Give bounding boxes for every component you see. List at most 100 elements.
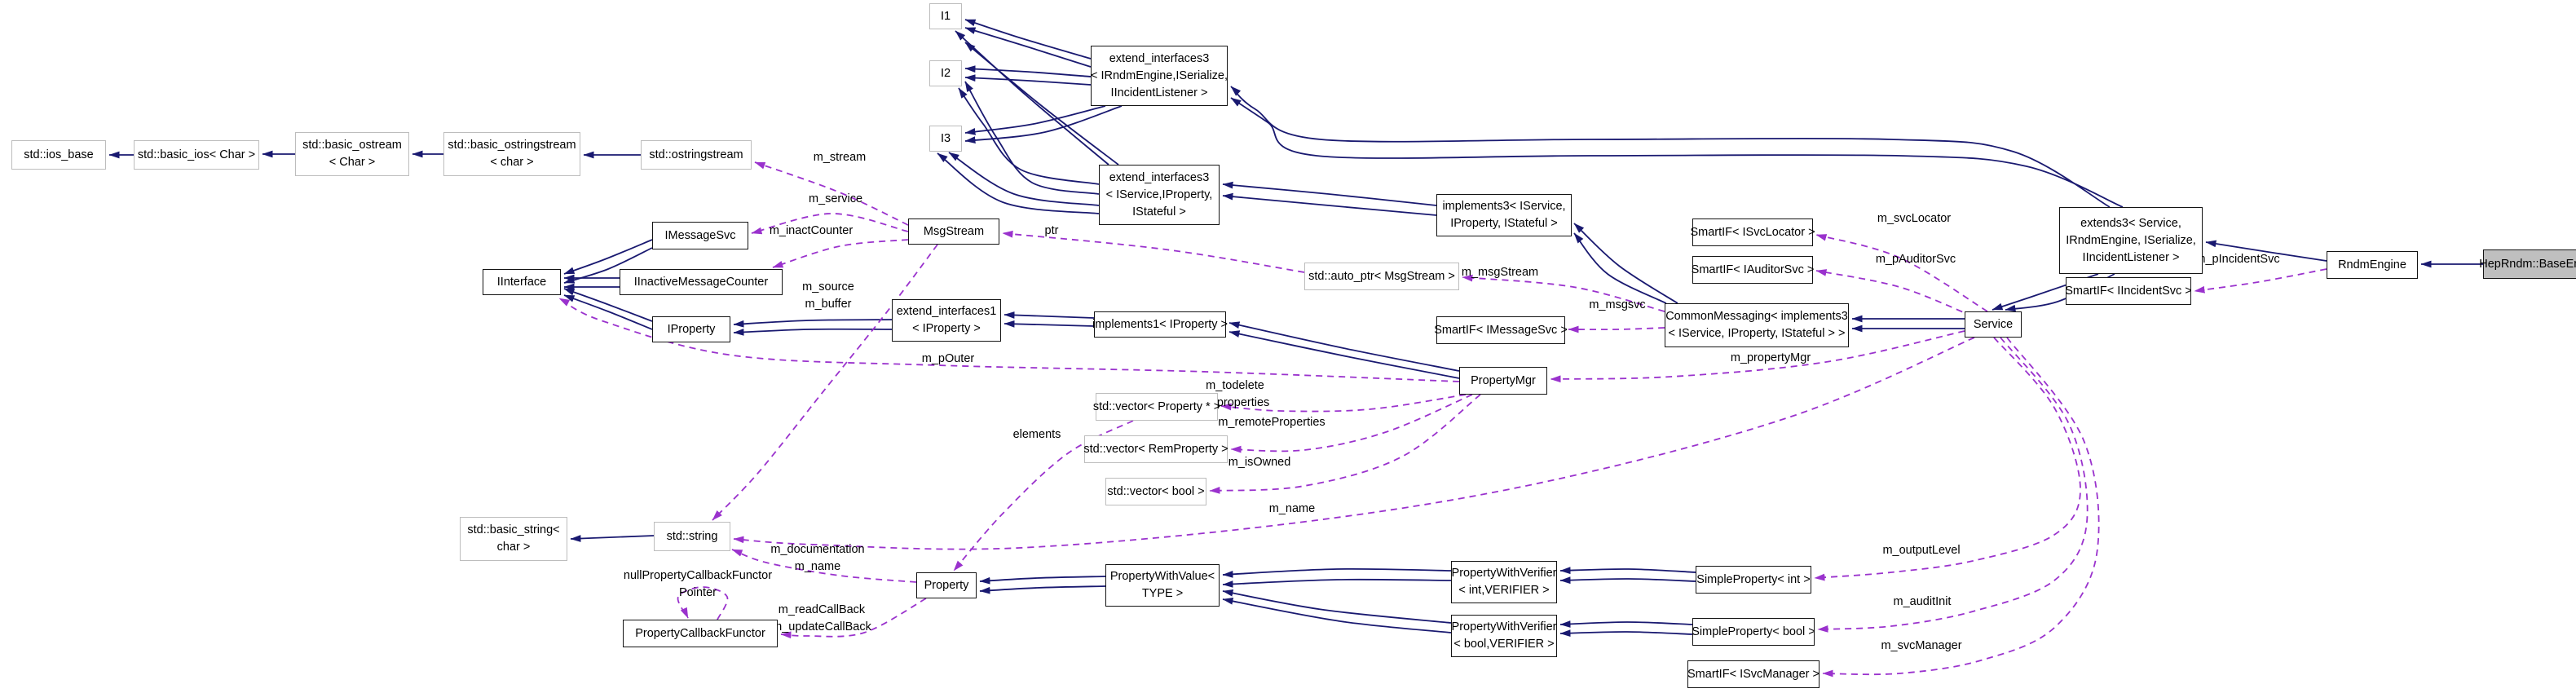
node-imsgsvc[interactable]: IMessageSvc: [652, 222, 748, 249]
edge-inherit-ei3_svc-to-I3: [937, 152, 1100, 214]
edge-usage-propertymgr-to-vec_bool: [1209, 394, 1481, 494]
edge-label-ptr: ptr: [1045, 224, 1059, 237]
node-simple_bool[interactable]: SimpleProperty< bool >: [1692, 618, 1815, 646]
edge-usage-pcf-to-pcf: [677, 586, 729, 620]
node-label-line: TYPE >: [1141, 587, 1184, 600]
node-I1[interactable]: I1: [929, 3, 962, 29]
node-label-line: PropertyWithVerifier: [1451, 567, 1557, 580]
edge-label-m-buffer: m_buffer: [805, 298, 852, 311]
edge-usage-msgstream-to-imsgsvc: [751, 213, 909, 235]
edge-usage-propertymgr-to-vec_prop: [1220, 394, 1467, 413]
edge-inherit-pwverif_bool-to-pwv: [1222, 597, 1452, 633]
edge-label-m-svclocator: m_svcLocator: [1877, 212, 1951, 225]
node-label-line: < IService, IProperty, IStateful > >: [1668, 327, 1846, 340]
edge-inherit-impl1-to-ei1: [1003, 311, 1095, 319]
node-label-line: < IRndmEngine,ISerialize,: [1090, 68, 1228, 82]
edge-inherit-propertymgr-to-impl1: [1228, 330, 1460, 379]
node-property[interactable]: Property: [916, 572, 977, 598]
node-ei3_rndm[interactable]: extend_interfaces3< IRndmEngine,ISeriali…: [1091, 46, 1228, 106]
node-vec_bool[interactable]: std::vector< bool >: [1105, 478, 1206, 505]
node-simple_int[interactable]: SimpleProperty< int >: [1696, 566, 1811, 594]
node-smartif_svcloc[interactable]: SmartIF< ISvcLocator >: [1690, 218, 1815, 246]
edge-usage-property-to-pcf: [780, 598, 927, 639]
node-label-line: SmartIF< IMessageSvc >: [1434, 323, 1568, 337]
node-basic_ostream[interactable]: std::basic_ostream< Char >: [295, 132, 409, 176]
node-msgstream[interactable]: MsgStream: [908, 218, 999, 245]
edge-inherit-propertymgr-to-impl1: [1228, 321, 1460, 372]
edge-usage-service-to-smartif_svcmgr: [1822, 337, 2100, 678]
edge-inherit-simple_bool-to-pwverif_bool: [1559, 629, 1693, 638]
node-label-line: IStateful >: [1132, 205, 1186, 218]
node-ostringstream[interactable]: std::ostringstream: [641, 140, 752, 170]
edge-inherit-impl1-to-ei1: [1003, 320, 1095, 328]
node-extends3[interactable]: extends3< Service,IRndmEngine, ISerializ…: [2059, 207, 2203, 274]
node-iinterface[interactable]: IInterface: [483, 269, 561, 295]
node-label-line: PropertyWithValue<: [1109, 570, 1215, 583]
edge-inherit-rndmengine-to-extends3: [2205, 240, 2327, 262]
node-impl3[interactable]: implements3< IService,IProperty, IStatef…: [1436, 194, 1572, 236]
edge-label-m-stream: m_stream: [814, 151, 866, 164]
node-label-line: extend_interfaces1: [896, 305, 997, 318]
edge-inherit-impl3-to-ei3_svc: [1222, 192, 1437, 216]
edge-inherit-pwv-to-property: [979, 585, 1106, 594]
node-label-line: PropertyMgr: [1471, 373, 1536, 387]
node-ei3_svc[interactable]: extend_interfaces3< IService,IProperty,I…: [1099, 165, 1220, 225]
node-propertymgr[interactable]: PropertyMgr: [1459, 367, 1547, 395]
node-autoptr[interactable]: std::auto_ptr< MsgStream >: [1304, 263, 1459, 290]
node-ios_base[interactable]: std::ios_base: [11, 140, 106, 170]
node-label-line: PropertyCallbackFunctor: [635, 626, 765, 640]
node-pwverif_int[interactable]: PropertyWithVerifier< int,VERIFIER >: [1451, 561, 1557, 603]
node-label-line: std::auto_ptr< MsgStream >: [1308, 269, 1455, 283]
node-label-line: SmartIF< ISvcManager >: [1687, 667, 1820, 681]
node-smartif_msgsvc[interactable]: SmartIF< IMessageSvc >: [1434, 316, 1568, 344]
edge-usage-commonmsg-to-smartif_msgsvc: [1568, 325, 1665, 333]
node-label-line: SimpleProperty< bool >: [1692, 625, 1815, 638]
node-pcf[interactable]: PropertyCallbackFunctor: [623, 620, 778, 647]
node-label-line: I1: [940, 9, 951, 23]
edge-inherit-ei3_rndm-to-I3: [964, 105, 1123, 143]
node-pwv[interactable]: PropertyWithValue< TYPE >: [1105, 564, 1220, 607]
edge-usage-service-to-simple_bool: [1817, 337, 2089, 633]
node-label-line: char >: [496, 541, 531, 554]
edge-inherit-simple_int-to-pwverif_int: [1559, 576, 1696, 585]
node-iinact[interactable]: IInactiveMessageCounter: [620, 269, 783, 295]
edge-inherit-pwverif_int-to-pwv: [1222, 578, 1452, 588]
node-rndmengine[interactable]: RndmEngine: [2327, 251, 2418, 279]
node-label-line: IMessageSvc: [664, 228, 736, 242]
node-smartif_incident[interactable]: SmartIF< IIncidentSvc >: [2065, 277, 2192, 305]
node-basic_ostringstream[interactable]: std::basic_ostringstream< char >: [443, 132, 580, 176]
node-vec_prop[interactable]: std::vector< Property * >: [1093, 393, 1220, 421]
node-baseengine: HepRndm::BaseEngine: [2479, 249, 2576, 279]
node-basic_string[interactable]: std::basic_string<char >: [460, 517, 567, 561]
node-commonmsg[interactable]: CommonMessaging< implements3< IService, …: [1665, 303, 1849, 347]
node-ei1[interactable]: extend_interfaces1 < IProperty >: [892, 299, 1001, 342]
node-label-line: IProperty: [667, 322, 716, 336]
node-label-line: < IProperty >: [912, 322, 981, 335]
node-label-line: < bool,VERIFIER >: [1453, 638, 1555, 651]
edge-inherit-extends3-to-ei3_rndm: [1230, 97, 2124, 208]
edge-label-m-propertymgr: m_propertyMgr: [1731, 351, 1811, 364]
edge-inherit-imsgsvc-to-iinterface: [563, 239, 653, 275]
edge-label-m-documentation: m_documentation: [770, 543, 864, 556]
edge-usage-service-to-simple_int: [1814, 337, 2081, 581]
edge-label-pointer: Pointer: [679, 586, 717, 599]
edge-label-m-readcallback: m_readCallBack: [779, 603, 866, 616]
edge-inherit-iprop-to-iinterface: [563, 288, 653, 322]
node-pwverif_bool[interactable]: PropertyWithVerifier< bool,VERIFIER >: [1451, 615, 1557, 657]
edge-label-m-auditinit: m_auditInit: [1894, 595, 1952, 608]
node-I2[interactable]: I2: [929, 60, 962, 86]
edge-inherit-ei3_svc-to-I1: [964, 42, 1119, 166]
node-smartif_svcmgr[interactable]: SmartIF< ISvcManager >: [1687, 660, 1820, 688]
node-iprop[interactable]: IProperty: [652, 316, 730, 342]
node-I3[interactable]: I3: [929, 126, 962, 152]
node-vec_rem[interactable]: std::vector< RemProperty >: [1083, 435, 1228, 463]
node-impl1[interactable]: implements1< IProperty >: [1092, 311, 1228, 338]
node-basic_ios[interactable]: std::basic_ios< Char >: [134, 140, 259, 170]
edge-label-nullpropertycallbackfunctor: nullPropertyCallbackFunctor: [624, 569, 772, 582]
node-string[interactable]: std::string: [654, 522, 730, 551]
node-label-line: < Char >: [329, 156, 376, 169]
node-service[interactable]: Service: [1965, 311, 2022, 338]
node-label-line: SimpleProperty< int >: [1696, 572, 1811, 586]
node-smartif_auditor[interactable]: SmartIF< IAuditorSvc >: [1692, 256, 1814, 284]
